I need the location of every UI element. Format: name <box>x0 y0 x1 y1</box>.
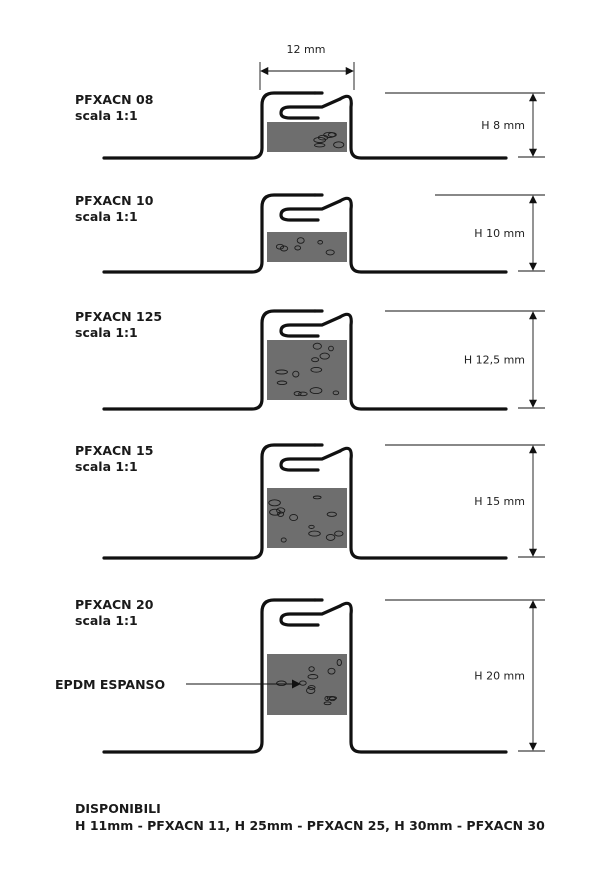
height-dimension: H 8 mm <box>385 92 545 158</box>
availability-note: DISPONIBILI H 11mm - PFXACN 11, H 25mm -… <box>75 800 545 834</box>
clip-hook <box>279 604 342 627</box>
height-dimension: H 15 mm <box>385 444 545 558</box>
profile-3: H 12,5 mm <box>102 309 545 411</box>
clip-hook <box>279 97 342 120</box>
profile-2: H 10 mm <box>102 193 545 274</box>
height-label: H 8 mm <box>481 119 525 132</box>
profile-outline <box>102 193 508 274</box>
profile-scale: scala 1:1 <box>75 613 138 628</box>
material-label: EPDM ESPANSO <box>55 677 166 692</box>
profile-scale: scala 1:1 <box>75 459 138 474</box>
profile-outline <box>102 598 508 754</box>
profile-code: PFXACN 10 <box>75 193 154 208</box>
epdm-foam <box>267 232 347 262</box>
profile-code: PFXACN 15 <box>75 443 154 458</box>
profile-outline <box>102 91 508 160</box>
foam-texture <box>276 658 342 706</box>
height-dimension: H 12,5 mm <box>385 310 545 409</box>
profile-scale: scala 1:1 <box>75 209 138 224</box>
height-label: H 20 mm <box>474 670 525 683</box>
height-dimension: H 10 mm <box>435 194 545 272</box>
profile-code: PFXACN 20 <box>75 597 154 612</box>
profile-code: PFXACN 08 <box>75 92 154 107</box>
epdm-foam <box>267 122 347 152</box>
foam-texture <box>268 495 344 543</box>
availability-title: DISPONIBILI <box>75 801 161 816</box>
profile-scale: scala 1:1 <box>75 325 138 340</box>
clip-hook <box>279 199 342 222</box>
width-dimension: 12 mm <box>259 43 355 90</box>
height-dimension: H 20 mm <box>385 599 545 752</box>
clip-hook <box>279 315 342 338</box>
profile-4: H 15 mm <box>102 443 545 560</box>
profile-5: H 20 mm <box>102 598 545 754</box>
profile-outline <box>102 443 508 560</box>
foam-texture <box>313 131 345 149</box>
profile-code: PFXACN 125 <box>75 309 163 324</box>
width-label: 12 mm <box>287 43 326 56</box>
height-label: H 15 mm <box>474 495 525 508</box>
epdm-foam <box>267 488 347 548</box>
clip-hook <box>279 449 342 472</box>
height-label: H 12,5 mm <box>464 354 525 367</box>
profile-outline <box>102 309 508 411</box>
profile-1: H 8 mm <box>102 91 545 160</box>
availability-list: H 11mm - PFXACN 11, H 25mm - PFXACN 25, … <box>75 818 545 833</box>
height-label: H 10 mm <box>474 227 525 240</box>
profile-scale: scala 1:1 <box>75 108 138 123</box>
foam-texture <box>275 342 340 397</box>
foam-texture <box>275 237 335 256</box>
